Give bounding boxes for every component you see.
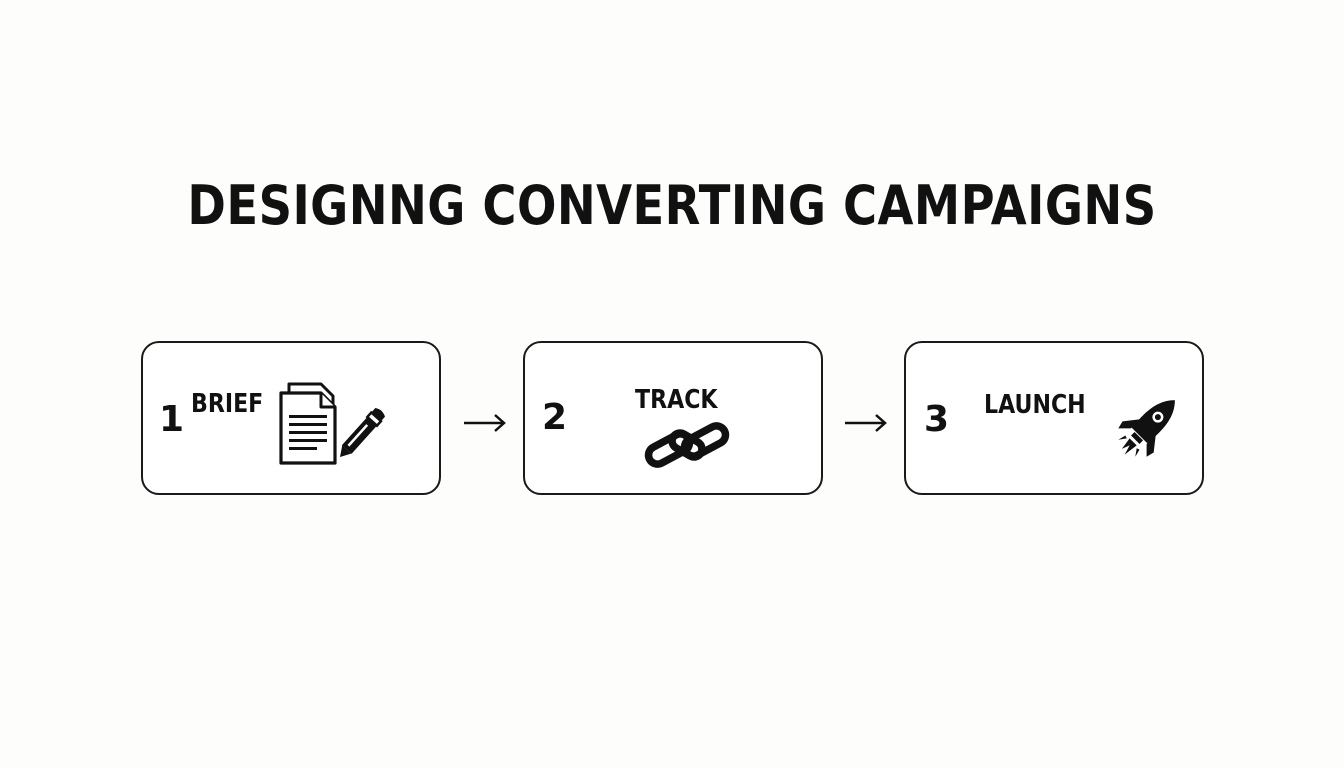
step-number: 1	[159, 399, 185, 440]
step-label: BRIEF	[191, 389, 264, 419]
arrow-right-icon	[462, 410, 508, 440]
document-pen-icon	[277, 379, 391, 467]
step-label: TRACK	[635, 385, 718, 415]
step-box-launch: 3 LAUNCH	[904, 341, 1204, 495]
chain-link-icon	[641, 421, 733, 469]
step-label: LAUNCH	[984, 390, 1086, 420]
step-number: 2	[542, 397, 568, 438]
step-box-track: 2 TRACK	[523, 341, 823, 495]
rocket-icon	[1112, 387, 1184, 467]
diagram-title: DESIGNNG CONVERTING CAMPAIGNS	[187, 174, 1157, 237]
step-number: 3	[924, 399, 950, 440]
arrow-right-icon	[843, 410, 889, 440]
step-box-brief: 1 BRIEF	[141, 341, 441, 495]
